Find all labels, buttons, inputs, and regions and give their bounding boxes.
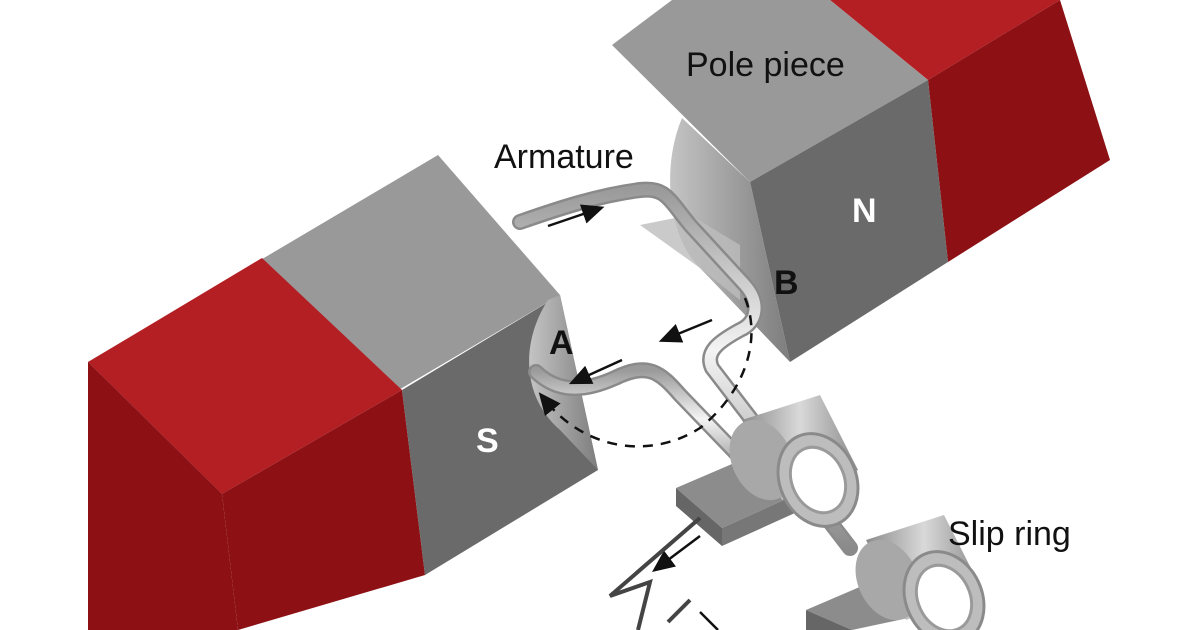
- south-magnet-red-front: [88, 258, 402, 494]
- north-magnet: [612, 0, 1110, 362]
- current-arrow-lower: [568, 358, 623, 385]
- rotation-path: [538, 297, 753, 448]
- south-magnet: [88, 155, 598, 630]
- armature-label: Armature: [494, 138, 634, 176]
- armature-wire: [512, 181, 858, 556]
- slip-ring-2: [806, 515, 986, 630]
- point-a-label: A: [549, 324, 574, 362]
- current-arrow-mid: [658, 318, 713, 343]
- slip-ring-label: Slip ring: [948, 515, 1071, 553]
- south-pole-label: S: [476, 422, 499, 460]
- north-pole-shadow: [640, 215, 740, 300]
- north-pole-label: N: [852, 192, 877, 230]
- north-magnet-red-face: [928, 0, 1110, 262]
- current-arrow-top: [547, 204, 605, 228]
- current-arrows: [547, 204, 713, 572]
- load-wire-lower: [699, 611, 719, 630]
- north-pole-face: [750, 80, 948, 362]
- north-magnet-red-top: [830, 0, 1060, 80]
- pole-piece-label: Pole piece: [686, 46, 845, 84]
- load-resistor: [608, 516, 702, 630]
- point-b-label: B: [774, 264, 799, 302]
- north-pole-top: [612, 0, 928, 182]
- current-arrow-output: [652, 535, 701, 572]
- south-magnet-red-side: [88, 362, 238, 630]
- south-magnet-red-face: [222, 390, 425, 630]
